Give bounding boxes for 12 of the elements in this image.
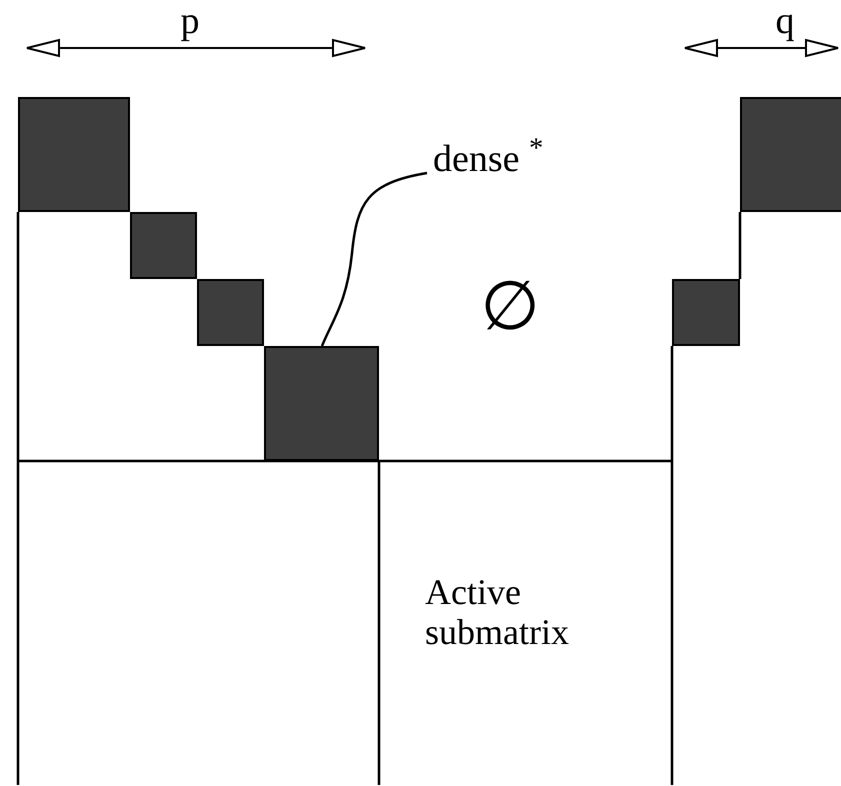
dense-block xyxy=(740,97,841,212)
empty-set-symbol: ∅ xyxy=(480,272,540,340)
dense-block xyxy=(264,346,379,461)
dense-block xyxy=(18,97,130,212)
leader-line xyxy=(320,172,428,346)
callout-label: dense $^{*}$ xyxy=(433,140,544,178)
dimension-label: q xyxy=(774,2,796,40)
dense-block xyxy=(672,279,740,346)
dense-block xyxy=(197,279,264,346)
dimension-label: p xyxy=(180,2,200,40)
dense-block xyxy=(130,212,197,279)
region-label: Active submatrix xyxy=(425,573,570,652)
